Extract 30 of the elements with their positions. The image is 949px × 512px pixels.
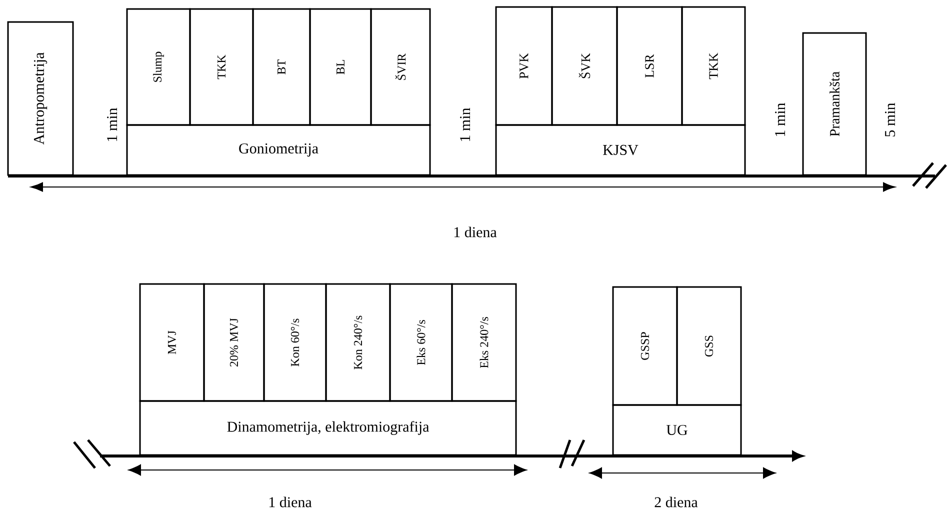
interval-label: 1 min [460,108,470,141]
block-box: Goniometrija [126,124,431,176]
segment-box: MVJ [139,283,205,402]
duration-label: 1 diena [454,226,497,238]
segment-box: Eks 240°/s [451,283,517,402]
segment-box: Slump [126,8,191,126]
segment-box: 20% MVJ [203,283,265,402]
interval-label: 1 min [775,102,785,136]
procedure-box: Antropometrija [7,21,74,176]
duration-label: 2 diena [654,496,698,508]
procedure-box: Pramankšta [802,32,867,176]
segment-box: ŠVIR [370,8,431,126]
duration-label: 1 diena [269,496,312,508]
segment-box: TKK [681,6,746,126]
segment-box: GSSP [612,286,678,406]
segment-box: LSR [616,6,683,126]
block-box: UG [612,404,742,456]
block-box: Dinamometrija, elektromiografija [139,400,517,456]
segment-box: Kon 240°/s [325,283,391,402]
segment-box: Eks 60°/s [389,283,453,402]
segment-box: ŠVK [551,6,618,126]
segment-box: Kon 60°/s [263,283,327,402]
segment-box: PVK [495,6,553,126]
segment-box: BT [252,8,311,126]
segment-box: GSS [676,286,742,406]
segment-box: TKK [189,8,254,126]
segment-box: BL [309,8,372,126]
block-box: KJSV [495,124,746,176]
interval-label: 5 min [884,102,896,136]
interval-label: 1 min [107,108,117,141]
